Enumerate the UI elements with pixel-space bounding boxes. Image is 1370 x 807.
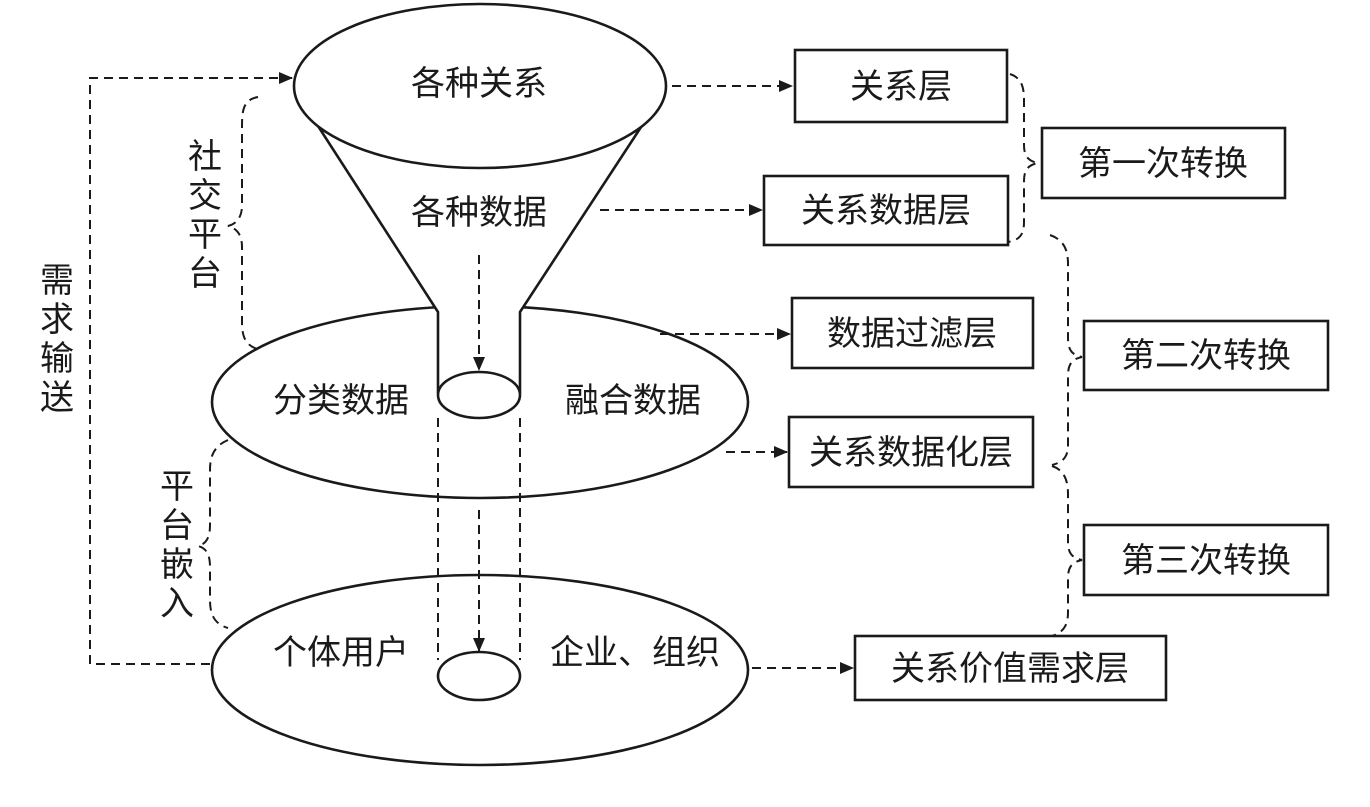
label-relation-data-layer: 关系数据层 [801, 191, 971, 231]
svg-text:社: 社 [188, 137, 222, 177]
bottom-small-ellipse [436, 650, 522, 702]
label-relation-datafication-layer: 关系数据化层 [809, 433, 1013, 473]
label-third-conversion: 第三次转换 [1121, 541, 1291, 581]
label-enterprises-organizations: 企业、组织 [550, 633, 720, 673]
svg-text:输: 输 [40, 339, 74, 379]
svg-text:求: 求 [40, 300, 74, 340]
label-first-conversion: 第一次转换 [1078, 144, 1248, 184]
datafication-layer-box [787, 415, 1035, 489]
label-classified-data: 分类数据 [273, 381, 409, 421]
svg-text:平: 平 [188, 215, 222, 255]
svg-text:平: 平 [160, 467, 194, 507]
middle-small-ellipse [436, 370, 522, 420]
svg-text:送: 送 [40, 378, 74, 418]
first-conversion-box [1040, 126, 1287, 200]
label-data-filter-layer: 数据过滤层 [827, 314, 997, 354]
label-relation-value-demand-layer: 关系价值需求层 [891, 649, 1129, 689]
label-second-conversion: 第二次转换 [1121, 336, 1291, 376]
demand-transport-label: 需 求 输 送 [40, 261, 74, 418]
svg-text:入: 入 [160, 584, 194, 624]
label-relation-layer: 关系层 [850, 67, 952, 107]
label-individual-users: 个体用户 [273, 633, 409, 673]
third-conversion-brace [1051, 465, 1083, 637]
data-filter-layer-box [790, 296, 1035, 370]
third-conversion-box [1082, 523, 1330, 597]
second-conversion-brace [1049, 234, 1083, 466]
value-demand-layer-box [853, 634, 1168, 702]
relation-data-layer-box [762, 174, 1010, 247]
svg-text:需: 需 [40, 261, 74, 301]
second-conversion-box [1082, 319, 1330, 392]
demand-transport-path [89, 72, 293, 665]
label-various-data: 各种数据 [411, 193, 547, 233]
platform-embed-brace [197, 439, 229, 629]
relation-layer-box [793, 48, 1009, 124]
platform-embed-label: 平 台 嵌 入 [160, 467, 194, 624]
first-conversion-brace [1007, 73, 1039, 243]
label-various-relations: 各种关系 [411, 64, 547, 104]
top-ellipse [292, 2, 668, 170]
svg-text:台: 台 [188, 254, 222, 294]
svg-text:台: 台 [160, 506, 194, 546]
label-fused-data: 融合数据 [565, 381, 701, 421]
social-platform-brace [227, 96, 261, 351]
social-platform-label: 社 交 平 台 [188, 137, 222, 294]
svg-text:嵌: 嵌 [160, 545, 194, 585]
svg-text:交: 交 [188, 176, 222, 216]
